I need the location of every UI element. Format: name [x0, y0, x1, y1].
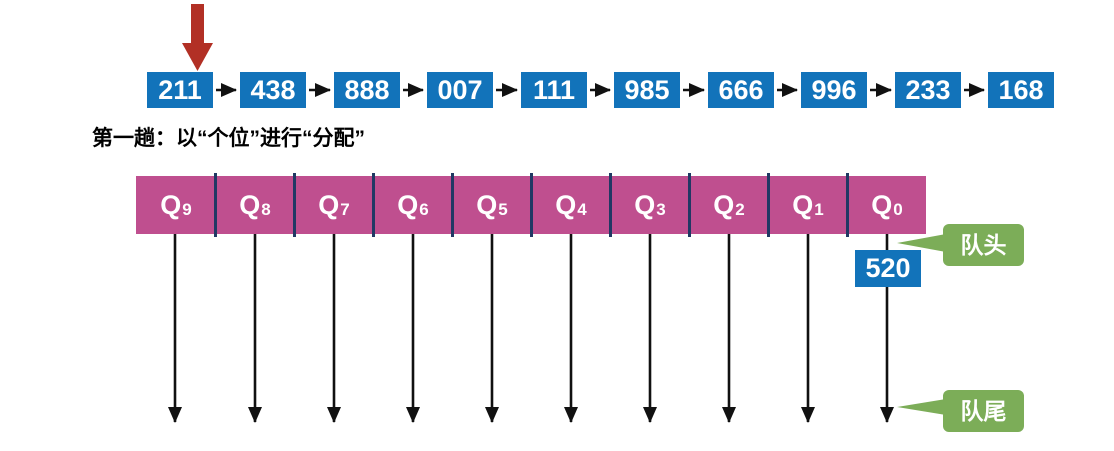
chain-node: 438: [240, 72, 306, 108]
queue-cell-subscript: 2: [735, 199, 745, 219]
chain-node: 996: [801, 72, 867, 108]
queue-cell-label: Q: [397, 189, 419, 220]
chain-node: 168: [988, 72, 1054, 108]
queue-divider: [450, 173, 454, 237]
queue-cell-label: Q: [476, 189, 498, 220]
queue-tail-callout: 队尾: [943, 390, 1024, 432]
chain-node: 211: [147, 72, 213, 108]
queue-cell-label: Q: [239, 189, 261, 220]
queue-cell-subscript: 1: [814, 199, 824, 219]
queue-cell-label: Q: [792, 189, 814, 220]
queue-cell-label: Q: [555, 189, 577, 220]
queue-cell-label: Q: [634, 189, 656, 220]
queue-divider: [292, 173, 296, 237]
queue-cell-subscript: 3: [656, 199, 666, 219]
queue-cell-label: Q: [318, 189, 340, 220]
enqueued-value-box: 520: [855, 250, 921, 287]
queue-cell-label: Q: [713, 189, 735, 220]
chain-node: 888: [334, 72, 400, 108]
pass-caption: 第一趟：以“个位”进行“分配”: [92, 127, 365, 150]
chain-node: 111: [521, 72, 587, 108]
queue-head-callout: 队头: [943, 224, 1024, 266]
queue-cell-subscript: 6: [419, 199, 429, 219]
queue-divider: [608, 173, 612, 237]
chain-node: 007: [427, 72, 493, 108]
queue-divider: [213, 173, 217, 237]
queue-drop-arrows: [168, 234, 894, 423]
queue-divider: [845, 173, 849, 237]
queue-cell-label: Q: [160, 189, 182, 220]
chain-node: 666: [708, 72, 774, 108]
queue-cell-subscript: 4: [577, 199, 587, 219]
queue-divider: [529, 173, 533, 237]
callout-tail-pointer-icon: [897, 399, 946, 415]
chain-node: 985: [614, 72, 680, 108]
queue-divider: [766, 173, 770, 237]
queue-cell-subscript: 8: [261, 199, 271, 219]
queue-cell-subscript: 0: [893, 199, 903, 219]
queue-cell-subscript: 9: [182, 199, 192, 219]
queue-divider: [371, 173, 375, 237]
queue-cell-subscript: 5: [498, 199, 508, 219]
queue-cell-subscript: 7: [340, 199, 350, 219]
queue-divider: [687, 173, 691, 237]
queue-cell-label: Q: [871, 189, 893, 220]
chain-node: 233: [895, 72, 961, 108]
current-node-pointer-icon: [182, 4, 213, 71]
